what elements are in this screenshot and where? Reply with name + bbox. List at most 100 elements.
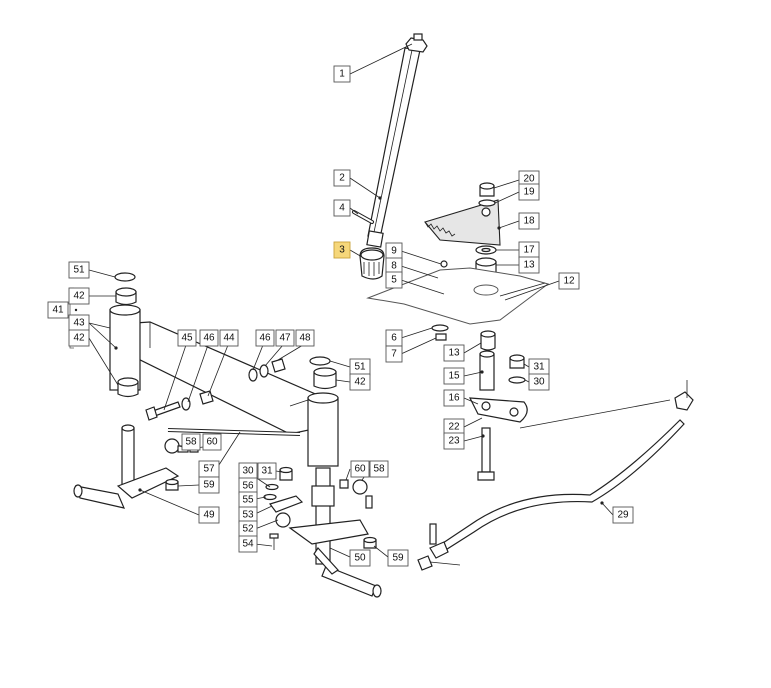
- svg-text:52: 52: [242, 524, 254, 535]
- part-bolt-45: [145, 401, 181, 421]
- callout-46[interactable]: 46: [199, 329, 219, 347]
- callout-2[interactable]: 2: [333, 169, 351, 187]
- svg-text:49: 49: [203, 510, 215, 521]
- callout-42[interactable]: 42: [68, 287, 90, 305]
- callout-51[interactable]: 51: [68, 261, 90, 279]
- part-washer-56: [265, 483, 279, 491]
- callout-47[interactable]: 47: [275, 329, 295, 347]
- callout-54[interactable]: 54: [238, 535, 258, 553]
- svg-text:45: 45: [181, 333, 193, 344]
- callout-6[interactable]: 6: [385, 329, 403, 347]
- svg-text:51: 51: [73, 265, 85, 276]
- svg-text:47: 47: [279, 333, 291, 344]
- svg-text:30: 30: [242, 466, 254, 477]
- svg-text:43: 43: [73, 318, 85, 329]
- callout-1[interactable]: 1: [333, 65, 351, 83]
- part-washer-17: [475, 245, 497, 255]
- part-bushing-42b: [117, 377, 139, 398]
- callout-23[interactable]: 23: [443, 432, 465, 450]
- callout-30[interactable]: 30: [528, 373, 550, 391]
- part-rod-57: [167, 428, 301, 436]
- svg-text:12: 12: [563, 276, 575, 287]
- part-washer-6: [431, 324, 449, 332]
- part-nut-31a: [509, 354, 525, 369]
- svg-text:19: 19: [523, 187, 535, 198]
- callout-60-right[interactable]: 60: [350, 460, 370, 478]
- svg-text:44: 44: [223, 333, 235, 344]
- callout-5[interactable]: 5: [385, 271, 403, 289]
- part-washer-30a: [508, 376, 526, 384]
- callout-42-right[interactable]: 42: [349, 373, 371, 391]
- svg-text:29: 29: [617, 510, 629, 521]
- callout-52[interactable]: 52: [238, 520, 258, 538]
- part-left-spindle: [73, 424, 180, 509]
- callout-3-highlighted[interactable]: 3: [333, 241, 351, 259]
- callout-41[interactable]: 41: [47, 301, 69, 319]
- callout-59[interactable]: 59: [198, 476, 220, 494]
- callout-16[interactable]: 16: [443, 389, 465, 407]
- svg-text:15: 15: [448, 371, 460, 382]
- callout-30-lower[interactable]: 30: [238, 462, 258, 480]
- part-bushing-42c: [313, 367, 337, 390]
- svg-text:58: 58: [373, 464, 385, 475]
- callout-45[interactable]: 45: [177, 329, 197, 347]
- callout-44[interactable]: 44: [219, 329, 239, 347]
- callout-12[interactable]: 12: [558, 272, 580, 290]
- callout-60[interactable]: 60: [202, 433, 222, 451]
- svg-text:55: 55: [242, 495, 254, 506]
- svg-text:56: 56: [242, 481, 254, 492]
- svg-text:1: 1: [339, 69, 345, 80]
- callout-43[interactable]: 43: [68, 314, 90, 332]
- callout-58-right[interactable]: 58: [369, 460, 389, 478]
- svg-text:41: 41: [52, 305, 64, 316]
- part-nut-31b: [279, 466, 293, 481]
- callout-31-lower[interactable]: 31: [257, 462, 277, 480]
- callout-56[interactable]: 56: [238, 477, 258, 495]
- callout-58[interactable]: 58: [181, 433, 201, 451]
- svg-text:60: 60: [206, 437, 218, 448]
- svg-text:53: 53: [242, 510, 254, 521]
- svg-text:46: 46: [203, 333, 215, 344]
- part-screw-9: [440, 260, 448, 268]
- callout-48[interactable]: 48: [295, 329, 315, 347]
- callout-29[interactable]: 29: [612, 506, 634, 524]
- callout-51-right[interactable]: 51: [349, 358, 371, 376]
- svg-text:60: 60: [354, 464, 366, 475]
- callout-42-lower[interactable]: 42: [68, 329, 90, 347]
- part-steering-column: [366, 33, 428, 248]
- callout-50[interactable]: 50: [349, 549, 371, 567]
- svg-text:2: 2: [339, 173, 345, 184]
- callout-15[interactable]: 15: [443, 367, 465, 385]
- callout-7[interactable]: 7: [385, 345, 403, 363]
- part-nut-59a: [165, 478, 179, 491]
- callout-18[interactable]: 18: [518, 212, 540, 230]
- part-screw-54: [269, 533, 279, 550]
- part-nut-20: [479, 182, 495, 197]
- svg-text:42: 42: [354, 377, 366, 388]
- part-bracket-53: [269, 495, 304, 513]
- callout-4[interactable]: 4: [333, 199, 351, 217]
- callout-55[interactable]: 55: [238, 491, 258, 509]
- callout-46-right[interactable]: 46: [255, 329, 275, 347]
- part-pinion-gear: [359, 247, 385, 280]
- part-steering-arm-16: [468, 397, 528, 423]
- part-bolt-23: [477, 427, 495, 481]
- callout-13[interactable]: 13: [518, 256, 540, 274]
- callout-19[interactable]: 19: [518, 183, 540, 201]
- callout-57[interactable]: 57: [198, 460, 220, 478]
- callout-9[interactable]: 9: [385, 242, 403, 260]
- svg-text:50: 50: [354, 553, 366, 564]
- callout-8[interactable]: 8: [385, 257, 403, 275]
- callout-13-lower[interactable]: 13: [443, 344, 465, 362]
- callout-59-right[interactable]: 59: [387, 549, 409, 567]
- callout-17[interactable]: 17: [518, 241, 540, 259]
- callout-49[interactable]: 49: [198, 506, 220, 524]
- part-right-spindle: [288, 467, 382, 598]
- svg-text:31: 31: [261, 466, 273, 477]
- part-nut-44: [199, 390, 214, 405]
- svg-text:30: 30: [533, 377, 545, 388]
- svg-text:13: 13: [523, 260, 535, 271]
- svg-text:6: 6: [391, 333, 397, 344]
- callout-31[interactable]: 31: [528, 358, 550, 376]
- part-nut-48: [271, 358, 286, 373]
